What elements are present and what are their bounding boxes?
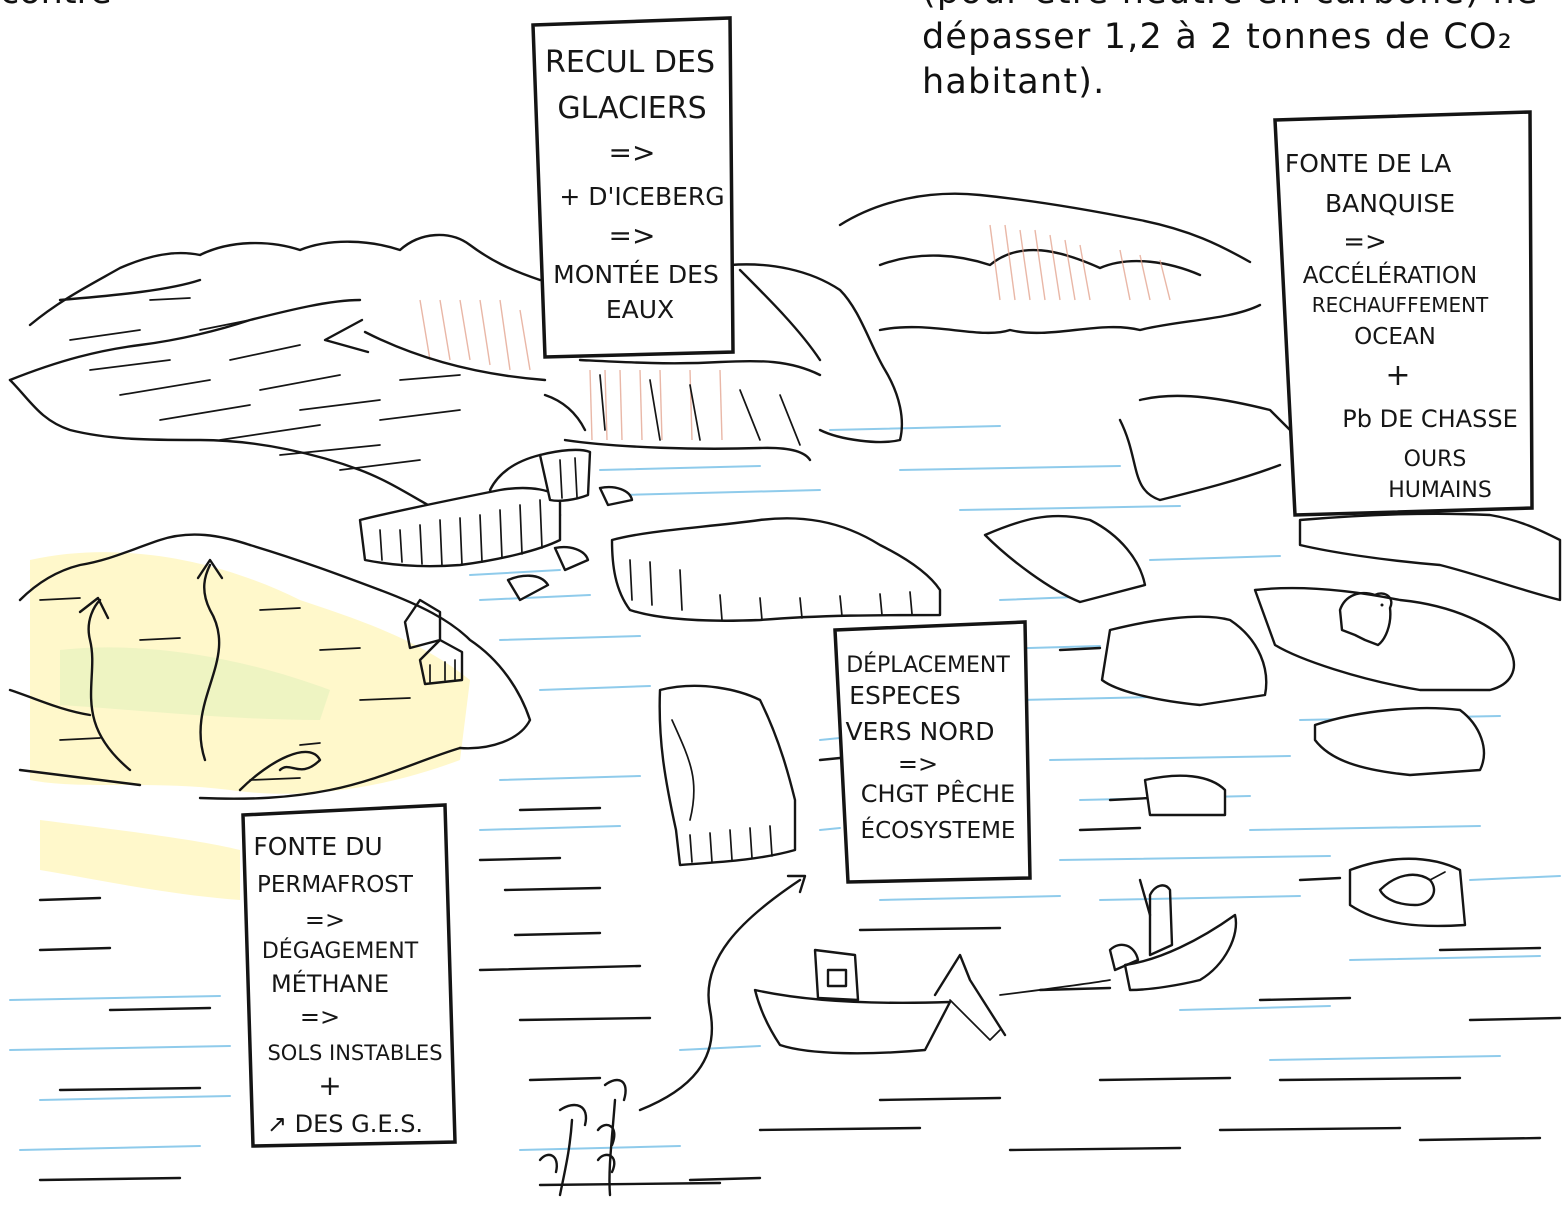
note-glaciers: RECUL DES GLACIERS => + D'ICEBERG => MON… — [533, 18, 733, 357]
note-banquise-line-2: BANQUISE — [1325, 189, 1455, 218]
note-permafrost: FONTE DU PERMAFROST => DÉGAGEMENT MÉTHAN… — [243, 805, 455, 1146]
note-banquise-line-5: RECHAUFFEMENT — [1312, 293, 1489, 317]
note-especes-line-2: ESPECES — [849, 681, 961, 710]
note-glaciers-line-3: => — [609, 136, 656, 169]
glacier-retreat-arrow-icon — [325, 320, 545, 380]
note-banquise-line-3: => — [1343, 227, 1387, 257]
note-banquise-line-10: HUMAINS — [1388, 478, 1492, 503]
note-especes: DÉPLACEMENT ESPECES VERS NORD => CHGT PÊ… — [835, 622, 1030, 882]
note-permafrost-line-1: FONTE DU — [253, 832, 382, 861]
note-especes-line-6: ÉCOSYSTEME — [861, 816, 1016, 844]
mountain-range — [840, 194, 1290, 500]
note-banquise: FONTE DE LA BANQUISE => ACCÉLÉRATION REC… — [1275, 112, 1532, 515]
note-banquise-line-7: + — [1385, 358, 1410, 393]
note-banquise-line-6: OCEAN — [1354, 324, 1436, 350]
note-permafrost-line-6: => — [300, 1003, 340, 1031]
note-permafrost-line-5: MÉTHANE — [271, 969, 389, 998]
note-glaciers-line-2: GLACIERS — [557, 91, 706, 126]
left-ice-sheet — [10, 235, 590, 566]
note-permafrost-line-4: DÉGAGEMENT — [262, 938, 419, 964]
note-especes-line-4: => — [898, 750, 938, 778]
note-banquise-line-4: ACCÉLÉRATION — [1303, 261, 1477, 289]
ice-floes — [508, 487, 1560, 926]
note-permafrost-line-3: => — [305, 906, 345, 934]
note-banquise-line-8: Pb DE CHASSE — [1342, 405, 1517, 433]
note-permafrost-line-9: ↗ DES G.E.S. — [267, 1110, 423, 1138]
note-permafrost-line-7: SOLS INSTABLES — [267, 1041, 442, 1065]
note-especes-line-3: VERS NORD — [845, 717, 994, 746]
trawler-boat-icon — [755, 950, 1005, 1053]
seaweed-icon — [540, 1080, 626, 1195]
note-glaciers-line-5: => — [609, 219, 656, 252]
note-glaciers-line-7: EAUX — [606, 295, 674, 324]
note-especes-line-5: CHGT PÊCHE — [861, 779, 1015, 808]
note-permafrost-line-2: PERMAFROST — [257, 872, 414, 898]
note-especes-line-1: DÉPLACEMENT — [846, 652, 1010, 678]
migration-arrow-icon — [640, 876, 805, 1110]
note-glaciers-line-6: MONTÉE DES — [553, 260, 719, 289]
note-glaciers-line-1: RECUL DES — [545, 45, 715, 80]
note-glaciers-line-4: + D'ICEBERG — [559, 182, 724, 211]
note-banquise-line-9: OURS — [1404, 447, 1467, 472]
note-banquise-line-1: FONTE DE LA — [1285, 149, 1451, 178]
note-permafrost-line-8: + — [318, 1069, 341, 1102]
